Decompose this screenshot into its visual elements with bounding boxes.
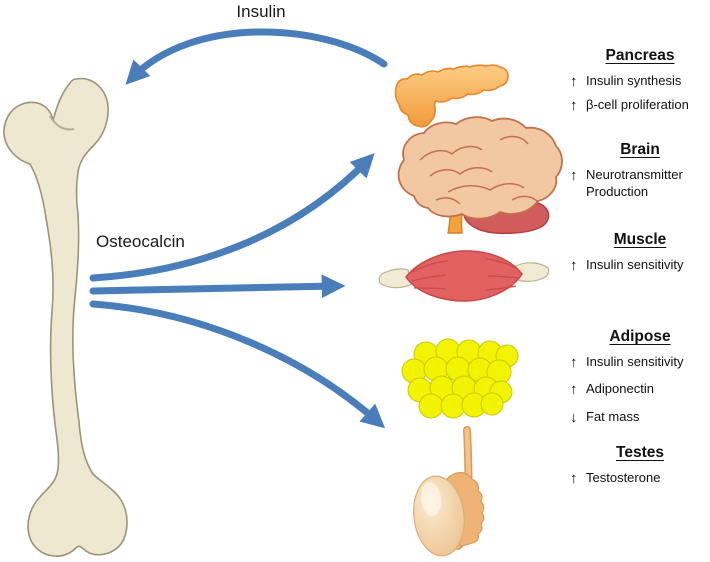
muscle-illustration [378,250,550,302]
testes-title: Testes [616,444,664,461]
effect-item: ↑ Insulin sensitivity [570,354,710,371]
adipose-info: Adipose ↑ Insulin sensitivity ↑ Adiponec… [570,327,710,436]
up-arrow-icon: ↑ [570,257,578,274]
osteocalcin-label: Osteocalcin [96,232,185,251]
effect-item: ↑ Neurotransmitter Production [570,167,710,201]
pancreas-info: Pancreas ↑ Insulin synthesis ↑ β-cell pr… [570,46,710,122]
up-arrow-icon: ↑ [570,97,578,115]
up-arrow-icon: ↑ [570,354,578,371]
effect-label: Neurotransmitter Production [586,167,683,199]
muscle-title: Muscle [613,231,667,248]
up-arrow-icon: ↑ [570,470,578,487]
osteocalcin-arrow-to-adipose-testes [89,300,386,429]
effect-item: ↑ Insulin sensitivity [570,257,710,274]
brain-info: Brain ↑ Neurotransmitter Production [570,140,710,208]
up-arrow-icon: ↑ [570,73,578,90]
effect-label: Insulin sensitivity [586,257,684,272]
adipose-illustration [401,338,519,419]
testes-illustration [413,426,485,557]
up-arrow-icon: ↑ [570,167,578,184]
testes-info: Testes ↑ Testosterone [570,443,710,494]
osteocalcin-arrow-to-muscle [89,274,346,299]
effect-label: Testosterone [586,470,661,485]
effect-item: ↓ Fat mass [570,409,710,426]
effect-label: β-cell proliferation [586,97,689,113]
effect-label: Adiponectin [586,381,654,397]
adipose-title: Adipose [609,328,671,345]
effect-item: ↑ Adiponectin [570,381,710,398]
brain-title: Brain [620,141,660,158]
effect-item: ↑ Testosterone [570,470,710,487]
bone-illustration [3,77,128,557]
brain-illustration [397,116,563,235]
effect-item: ↑ Insulin synthesis [570,73,710,90]
insulin-arrow [125,28,388,85]
insulin-label: Insulin [236,2,286,21]
up-arrow-icon: ↑ [570,381,578,399]
muscle-info: Muscle ↑ Insulin sensitivity [570,230,710,281]
effect-label: Insulin synthesis [586,73,682,88]
down-arrow-icon: ↓ [570,408,578,426]
effect-item: ↑ β-cell proliferation [570,97,710,114]
pancreas-title: Pancreas [605,47,675,64]
effect-label: Insulin sensitivity [586,354,684,369]
pancreas-illustration [394,64,509,128]
effect-label: Fat mass [586,408,640,424]
osteocalcin-arrow-to-brain [89,153,375,282]
